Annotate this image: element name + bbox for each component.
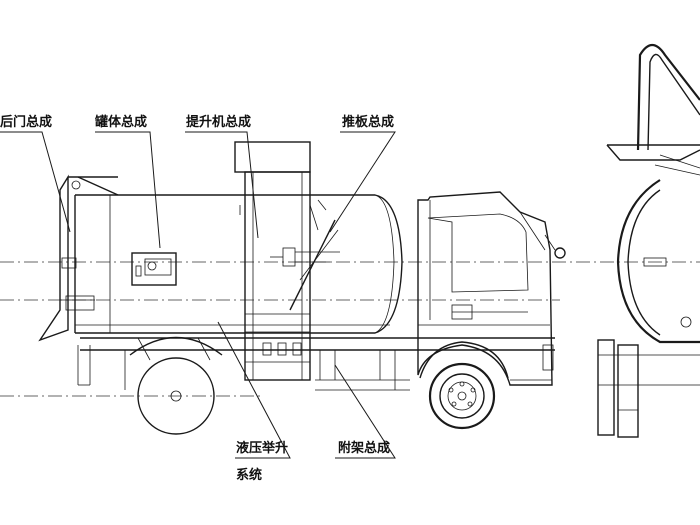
cab	[417, 191, 566, 386]
label-hydraulic-lift-line2: 系统	[236, 467, 262, 483]
chassis-frame	[77, 337, 555, 391]
push-plate	[270, 199, 340, 311]
rear-view	[597, 43, 700, 438]
lifter-frame	[234, 141, 311, 381]
label-subframe: 附架总成	[338, 440, 390, 456]
front-wheel	[419, 341, 509, 430]
label-tank-body: 罐体总成	[94, 114, 147, 130]
label-push-plate: 推板总成	[342, 114, 394, 130]
tank-body	[74, 194, 403, 334]
control-box	[131, 252, 177, 286]
label-lifter: 提升机总成	[186, 114, 251, 130]
rear-door	[38, 174, 119, 342]
mirror	[554, 247, 566, 259]
label-rear-door: 后门总成	[0, 114, 52, 130]
rear-wheel	[129, 336, 223, 435]
label-hydraulic-lift-line1: 液压举升	[236, 440, 288, 456]
leader-lines	[0, 131, 396, 459]
